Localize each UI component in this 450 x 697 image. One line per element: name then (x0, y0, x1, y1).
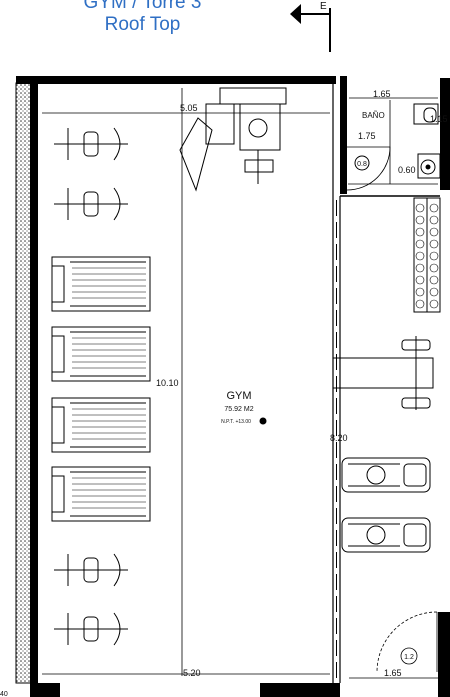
treadmill (51, 466, 151, 522)
plan-title: GYM / Torre 3 Roof Top (0, 0, 285, 36)
multigym-machine (179, 87, 287, 192)
dim-bath-width: 1.65 (373, 89, 391, 99)
title-line-1: GYM / Torre 3 (83, 0, 202, 13)
dumbbell-rack (413, 197, 441, 313)
interior-partition (332, 84, 440, 683)
elliptical-trainers (341, 457, 431, 553)
treadmills (51, 256, 151, 522)
room-area: 75.92 M2 (224, 406, 253, 413)
treadmill (51, 256, 151, 312)
dim-height: 10.10 (156, 378, 179, 388)
dim-top-width: 5.05 (180, 103, 198, 113)
treadmill (51, 397, 151, 453)
room-level: N.P.T. +13.00 (221, 419, 251, 425)
dim-bottom-right: 1.65 (384, 668, 402, 678)
treadmill (51, 326, 151, 382)
entry-door: 1.2 (376, 611, 438, 673)
entry-door-label: 1.2 (404, 654, 414, 661)
north-arrow-icon: E (290, 1, 331, 52)
dim-right-height: 8.20 (330, 433, 348, 443)
dim-bath-sink: 0.60 (398, 165, 416, 175)
weight-bench (332, 336, 434, 410)
dim-left-edge: 40 (0, 691, 8, 697)
title-line-2: Roof Top (104, 14, 181, 35)
bath-door-label: 0.8 (357, 161, 367, 168)
elliptical (341, 457, 431, 493)
bath-name: BAÑO (362, 111, 385, 120)
bike (54, 612, 128, 646)
dimension-labels: 5.05 5.20 10.10 8.20 1.65 1.75 0.60 1.15… (0, 89, 448, 697)
dim-bottom-width: 5.20 (183, 668, 201, 678)
room-name: GYM (226, 390, 251, 402)
elliptical (341, 517, 431, 553)
dim-bath-wc: 1.15 (430, 114, 448, 124)
walls (16, 76, 450, 697)
level-marker-icon (259, 417, 267, 425)
bike (54, 187, 128, 221)
bath-door-tag (354, 155, 370, 171)
bike (54, 553, 128, 587)
bike (54, 127, 128, 161)
dimension-lines (42, 88, 440, 679)
exercise-bikes (54, 127, 128, 646)
room-label: GYM 75.92 M2 N.P.T. +13.00 BAÑO (221, 111, 385, 425)
dim-bath-depth: 1.75 (358, 131, 376, 141)
north-label: E (320, 1, 327, 12)
bathroom-fixtures: 0.8 (346, 103, 441, 191)
